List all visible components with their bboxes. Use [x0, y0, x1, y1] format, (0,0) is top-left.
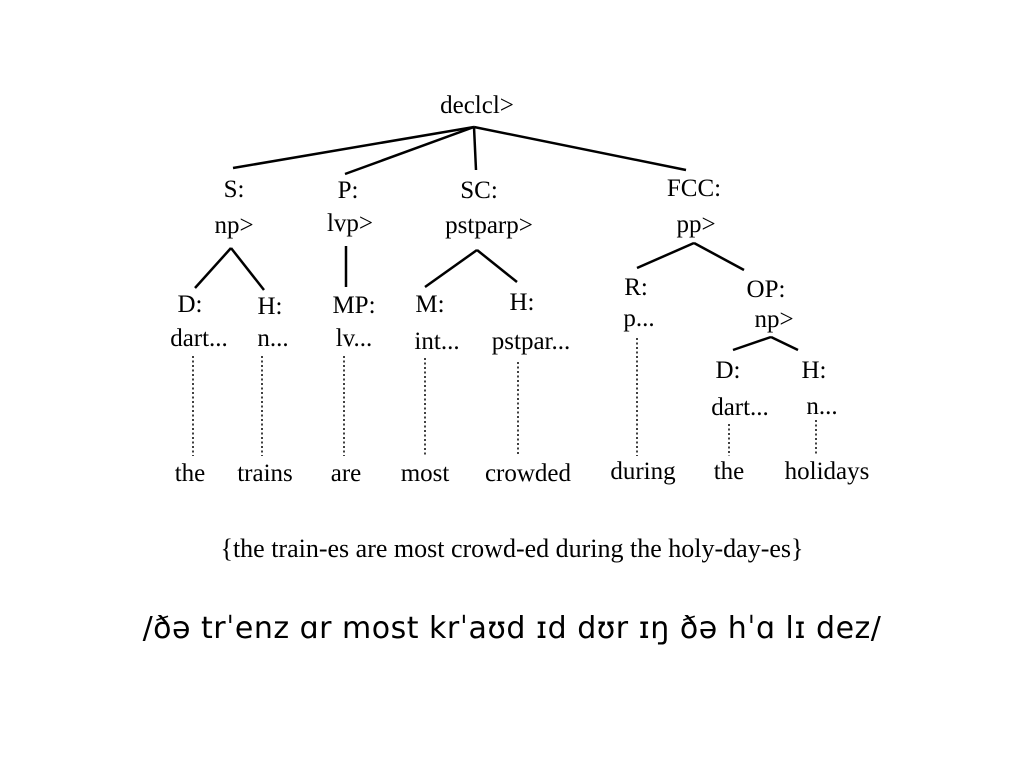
node-P-cat: lvp>	[326, 210, 374, 237]
branch-OP-D	[732, 335, 772, 352]
node-root: declcl>	[440, 92, 514, 119]
branch-FCC-OP	[693, 241, 745, 272]
node-P-MP-role: MP:	[332, 292, 376, 319]
morpheme-gloss: {the train-es are most crowd-ed during t…	[220, 534, 804, 563]
node-SC-M-cat: int...	[414, 328, 460, 355]
node-FCC-OP-role: OP:	[746, 276, 786, 303]
node-OP-H-cat: n...	[806, 393, 838, 420]
phonetic-transcription: /ðə trˈenz ɑr most krˈaʊd ɪd dʊr ɪŋ ðə h…	[142, 611, 882, 646]
branch-FCC-R	[636, 241, 695, 270]
node-SC-H-role: H:	[509, 289, 535, 316]
node-SC-H-cat: pstpar...	[491, 328, 571, 355]
branch-SC-H	[476, 249, 518, 283]
node-SC-role: SC:	[460, 177, 498, 204]
word-the-2: the	[713, 458, 745, 485]
node-S-H-role: H:	[257, 293, 283, 320]
node-S-H-cat: n...	[257, 325, 289, 352]
node-FCC-R-cat: p...	[623, 305, 655, 332]
branch-root-FCC	[473, 125, 687, 172]
node-FCC-R-role: R:	[624, 274, 648, 301]
word-crowded: crowded	[484, 460, 572, 487]
node-FCC-role: FCC:	[666, 175, 722, 202]
word-holidays: holidays	[784, 458, 870, 485]
node-OP-H-role: H:	[801, 357, 827, 384]
node-S-D-cat: dart...	[170, 325, 228, 352]
word-most: most	[400, 460, 450, 487]
word-the-1: the	[174, 460, 206, 487]
branch-root-S	[232, 125, 475, 170]
branch-OP-H	[770, 335, 799, 352]
branch-SC-M	[424, 248, 478, 289]
node-OP-D-cat: dart...	[711, 394, 769, 421]
node-FCC-cat: pp>	[676, 211, 716, 238]
branch-root-SC	[472, 126, 478, 171]
node-S-D-role: D:	[177, 291, 203, 318]
node-FCC-OP-cat: np>	[754, 306, 794, 333]
word-are: are	[330, 460, 362, 487]
word-during: during	[610, 458, 676, 485]
branch-root-P	[344, 125, 475, 176]
node-P-role: P:	[337, 177, 359, 204]
branch-S-D	[194, 247, 232, 289]
node-SC-cat: pstparp>	[445, 212, 533, 239]
node-S-cat: np>	[214, 212, 254, 239]
node-OP-D-role: D:	[715, 357, 741, 384]
node-P-MP-cat: lv...	[335, 325, 373, 352]
node-SC-M-role: M:	[415, 291, 445, 318]
branch-S-H	[230, 247, 265, 291]
node-S-role: S:	[223, 176, 245, 203]
word-trains: trains	[237, 460, 293, 487]
